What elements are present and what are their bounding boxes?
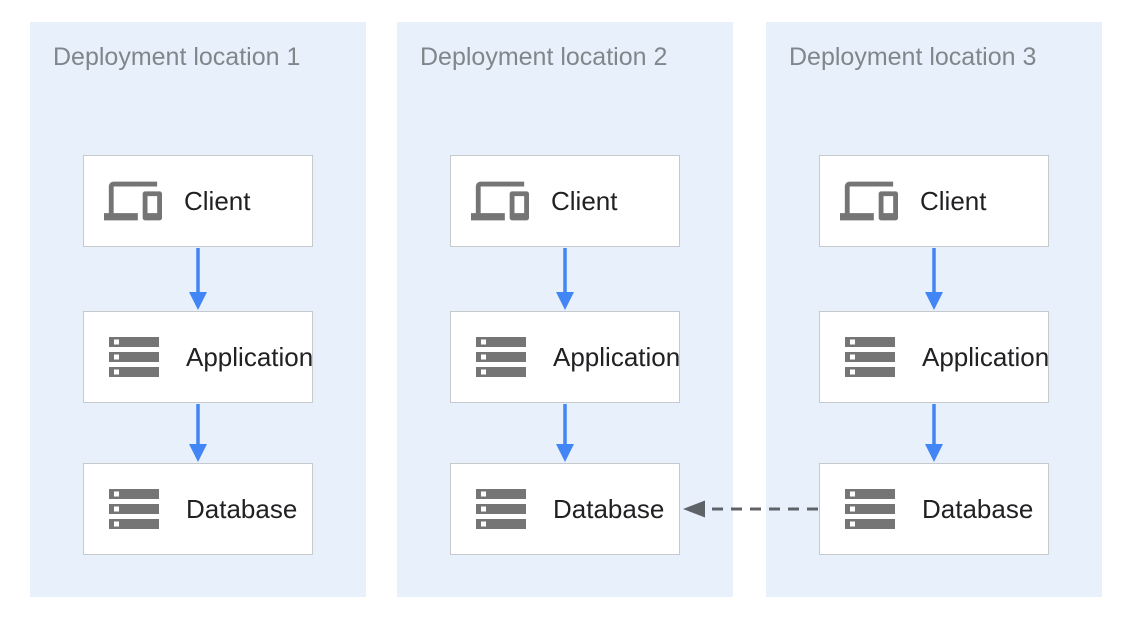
application-node: Application (83, 311, 313, 403)
panel-title: Deployment location 1 (53, 43, 301, 71)
node-label: Database (186, 493, 298, 524)
flow-arrow-application-to-database (556, 404, 574, 462)
node-label: Database (553, 493, 665, 524)
replication-arrow (683, 500, 818, 518)
devices-icon (840, 172, 898, 230)
flow-arrow-application-to-database (189, 404, 207, 462)
database-node: Database (819, 463, 1049, 555)
storage-icon (471, 327, 531, 387)
application-node: Application (450, 311, 680, 403)
flow-arrow-client-to-application (925, 248, 943, 310)
deployment-location-1-panel: Deployment location 1 Client Application… (30, 22, 366, 597)
storage-icon (840, 479, 900, 539)
panel-title: Deployment location 2 (420, 43, 668, 71)
flow-arrow-application-to-database (925, 404, 943, 462)
client-node: Client (83, 155, 313, 247)
client-node: Client (819, 155, 1049, 247)
node-label: Client (920, 185, 987, 216)
node-label: Client (551, 185, 618, 216)
application-node: Application (819, 311, 1049, 403)
panel-title: Deployment location 3 (789, 43, 1037, 71)
storage-icon (471, 479, 531, 539)
client-node: Client (450, 155, 680, 247)
node-label: Application (553, 341, 681, 372)
database-node: Database (83, 463, 313, 555)
flow-arrow-client-to-application (189, 248, 207, 310)
storage-icon (104, 327, 164, 387)
node-label: Client (184, 185, 251, 216)
node-label: Application (922, 341, 1050, 372)
deployment-location-3-panel: Deployment location 3 Client Application… (766, 22, 1102, 597)
flow-arrow-client-to-application (556, 248, 574, 310)
node-label: Application (186, 341, 314, 372)
database-node: Database (450, 463, 680, 555)
node-label: Database (922, 493, 1034, 524)
devices-icon (471, 172, 529, 230)
storage-icon (104, 479, 164, 539)
storage-icon (840, 327, 900, 387)
devices-icon (104, 172, 162, 230)
deployment-location-2-panel: Deployment location 2 Client Application… (397, 22, 733, 597)
